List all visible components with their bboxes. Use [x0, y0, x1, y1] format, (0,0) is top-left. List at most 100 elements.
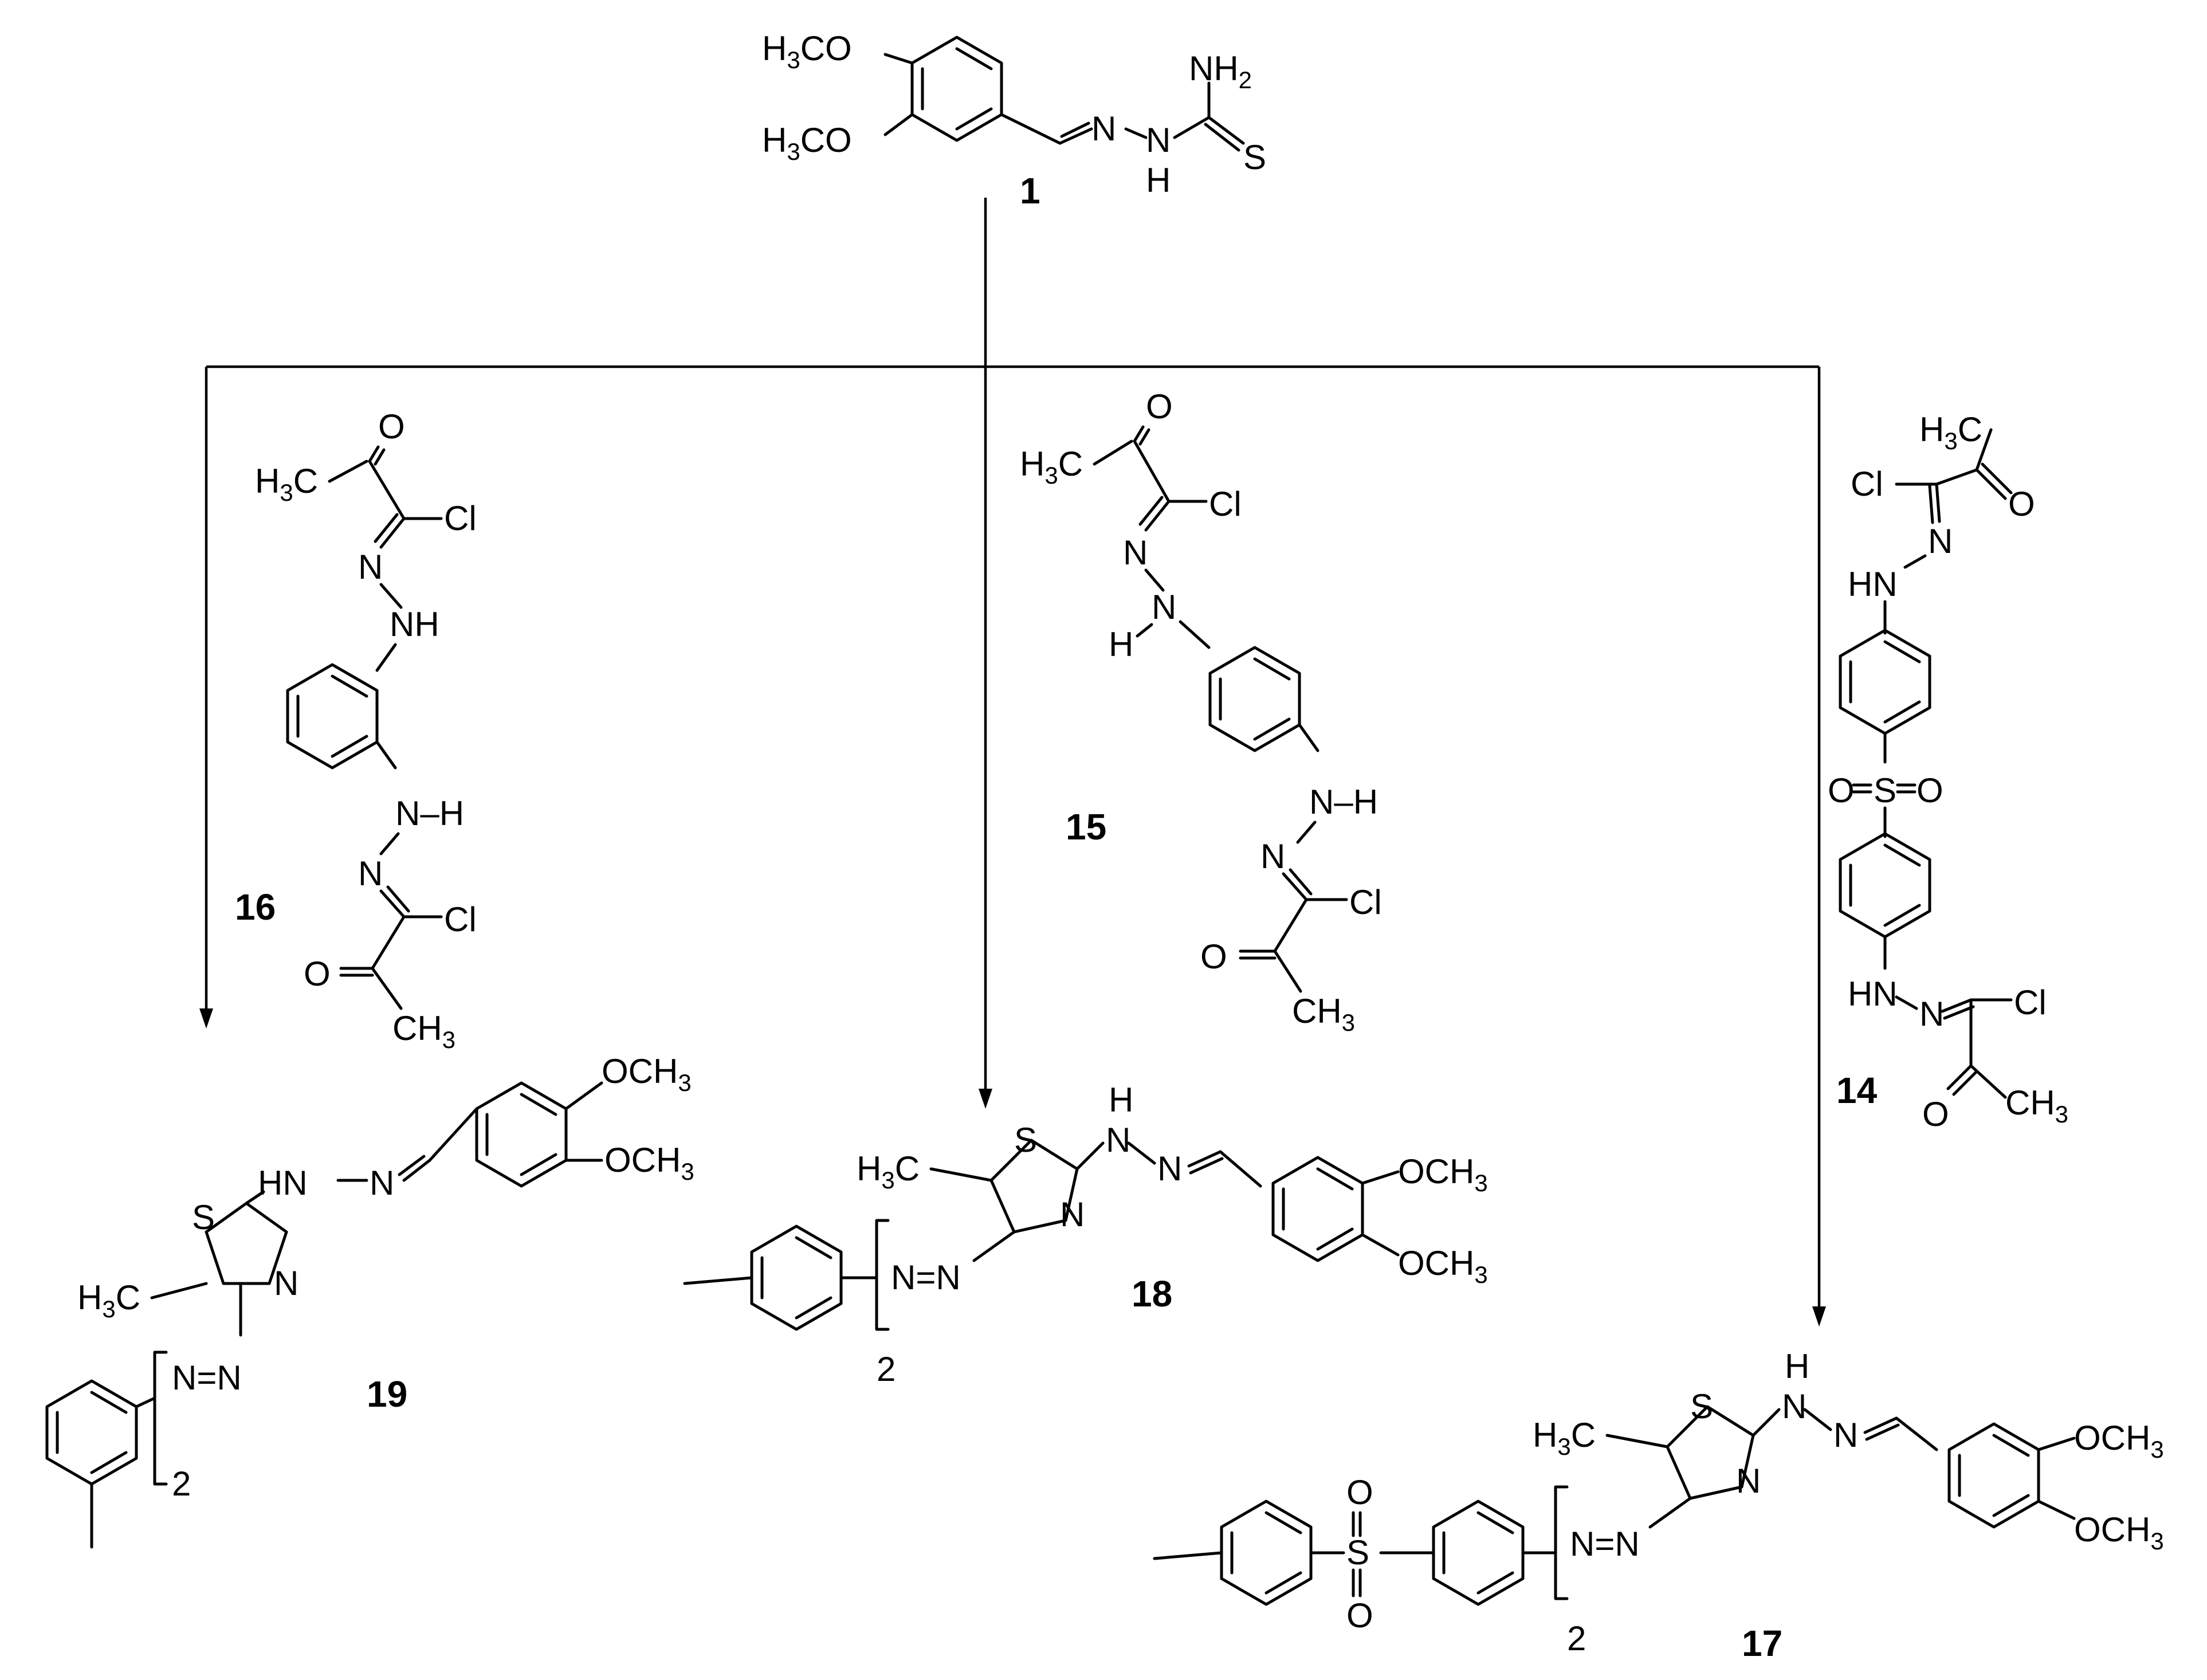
svg-text:Cl: Cl [444, 499, 477, 537]
svg-text:N: N [274, 1264, 299, 1302]
svg-text:Cl: Cl [444, 900, 477, 939]
svg-text:O: O [1922, 1095, 1949, 1133]
benzene-ring [1222, 1501, 1311, 1604]
svg-text:S: S [1243, 138, 1266, 176]
thiazole-ring [205, 1202, 288, 1285]
svg-text:N: N [358, 548, 383, 586]
svg-text:HN: HN [1848, 565, 1898, 603]
compound-number: 18 [1132, 1273, 1172, 1314]
svg-text:H3CO: H3CO [762, 29, 852, 73]
compound-17: H N N OCH3 OCH3 S N H3C N=N 2 S O O 17 [1153, 1347, 2164, 1664]
svg-text:NH2: NH2 [1189, 49, 1252, 93]
svg-text:N: N [1157, 1149, 1182, 1188]
svg-text:S: S [1690, 1387, 1713, 1426]
compound-19: OCH3 OCH3 N HN S N H3C N=N 2 19 [47, 1052, 694, 1549]
compound-1: H3CO H3CO N N H NH2 S 1 [762, 29, 1266, 211]
svg-text:OCH3: OCH3 [602, 1052, 692, 1096]
svg-text:H: H [1146, 161, 1171, 199]
svg-text:CH3: CH3 [2005, 1084, 2068, 1128]
svg-text:N: N [358, 854, 383, 893]
svg-text:Cl: Cl [1209, 485, 1242, 523]
svg-text:O: O [304, 955, 331, 993]
svg-text:H3C: H3C [255, 462, 318, 506]
svg-text:O: O [1200, 937, 1227, 976]
svg-text:N: N [1260, 837, 1285, 876]
svg-text:S: S [1874, 771, 1896, 810]
svg-text:S: S [1346, 1533, 1369, 1572]
svg-text:OCH3: OCH3 [1398, 1152, 1488, 1196]
svg-text:N: N [1152, 588, 1176, 626]
svg-text:2: 2 [1567, 1619, 1586, 1658]
svg-text:CH3: CH3 [1292, 992, 1355, 1036]
svg-text:O: O [1828, 771, 1855, 810]
svg-text:H3C: H3C [1919, 410, 1982, 454]
svg-text:OCH3: OCH3 [1398, 1244, 1488, 1288]
benzene-ring [752, 1226, 841, 1329]
benzene-ring [477, 1083, 566, 1186]
svg-text:N: N [1736, 1462, 1761, 1500]
svg-text:HN: HN [258, 1164, 308, 1202]
benzene-ring [1273, 1157, 1362, 1261]
compound-number: 14 [1836, 1070, 1878, 1111]
svg-text:Cl: Cl [1851, 465, 1883, 503]
svg-text:N: N [1833, 1416, 1858, 1454]
svg-text:H: H [1785, 1347, 1809, 1385]
bracket [875, 1219, 890, 1331]
svg-text:O: O [2008, 485, 2035, 523]
svg-text:OCH3: OCH3 [2074, 1419, 2164, 1463]
svg-text:N–H: N–H [395, 794, 464, 833]
svg-text:HN: HN [1848, 975, 1898, 1013]
svg-text:N: N [1123, 533, 1148, 572]
svg-text:H3C: H3C [77, 1278, 140, 1322]
svg-text:NH: NH [390, 605, 439, 643]
svg-text:H3C: H3C [1020, 445, 1083, 489]
svg-text:OCH3: OCH3 [2074, 1510, 2164, 1555]
svg-text:N: N [1146, 121, 1171, 159]
thiazole-ring [989, 1139, 1079, 1234]
thiazole-ring [1666, 1405, 1755, 1500]
benzene-ring [1210, 647, 1299, 751]
compound-number: 15 [1066, 806, 1106, 847]
compound-16: O H3C Cl N NH N–H N Cl O CH3 16 [235, 407, 477, 1053]
svg-text:S: S [192, 1198, 215, 1237]
svg-text:N: N [1060, 1195, 1085, 1234]
bracket [1554, 1485, 1569, 1600]
svg-text:OCH3: OCH3 [604, 1141, 694, 1185]
compound-15: O H3C Cl N N H N–H N Cl O CH3 15 [1020, 387, 1382, 1036]
svg-text:2: 2 [877, 1350, 896, 1388]
svg-text:N: N [1782, 1387, 1807, 1426]
svg-text:N: N [1091, 109, 1116, 148]
svg-text:O: O [378, 407, 405, 446]
svg-text:N=N: N=N [891, 1258, 961, 1297]
bracket [153, 1351, 168, 1486]
svg-text:O: O [1346, 1473, 1373, 1512]
svg-text:Cl: Cl [2014, 983, 2047, 1022]
arrow-head-18 [979, 1089, 992, 1109]
arrow-head-19 [199, 1008, 213, 1029]
benzene-ring [1840, 630, 1930, 733]
svg-text:H3C: H3C [857, 1149, 920, 1194]
svg-text:O: O [1346, 1596, 1373, 1635]
benzene-ring [1434, 1501, 1523, 1604]
svg-text:N=N: N=N [172, 1359, 242, 1397]
svg-text:N: N [1928, 522, 1953, 560]
benzene-ring [912, 37, 1002, 140]
svg-text:H3CO: H3CO [762, 121, 852, 165]
compound-18: H N N OCH3 OCH3 S N H3C N=N 2 18 [683, 1081, 1488, 1388]
svg-text:Cl: Cl [1349, 883, 1382, 921]
arrow-head-17 [1812, 1306, 1826, 1326]
compound-number: 19 [367, 1373, 407, 1415]
svg-text:H: H [1109, 625, 1133, 664]
compound-14: H3C Cl O N HN S O O HN N Cl O [1828, 410, 2068, 1133]
svg-text:N: N [370, 1164, 394, 1202]
flow-arrows [199, 198, 1826, 1326]
svg-text:S: S [1014, 1121, 1037, 1159]
svg-text:H3C: H3C [1533, 1416, 1596, 1460]
benzene-ring [1840, 834, 1930, 937]
svg-text:H: H [1109, 1081, 1133, 1119]
benzene-ring [1949, 1424, 2039, 1527]
benzene-ring [47, 1381, 136, 1484]
benzene-ring [288, 665, 377, 768]
svg-text:CH3: CH3 [392, 1009, 455, 1053]
